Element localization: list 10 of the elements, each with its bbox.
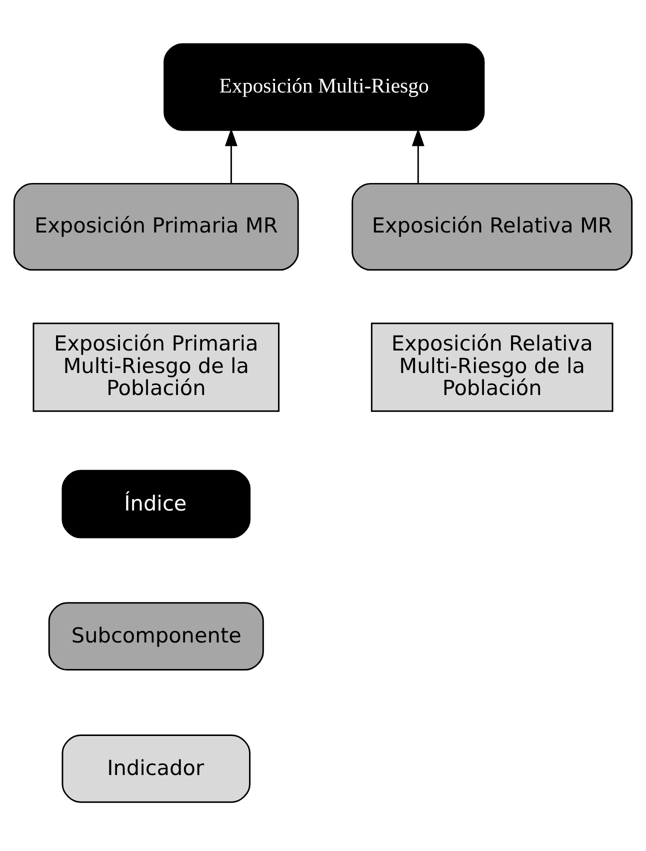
arrow: [412, 128, 424, 183]
node-box: Exposición Multi-Riesgo: [164, 42, 485, 130]
legend-label: Indicador: [107, 755, 204, 780]
arrow: [224, 128, 238, 183]
node-box: Exposición Primaria MR: [13, 182, 299, 270]
node-box: Exposición Relativa MR: [352, 182, 633, 270]
legend-label: Subcomponente: [71, 623, 242, 648]
node-box: Exposición Primaria Multi-Riesgo de la Población: [32, 322, 280, 412]
legend-label: Índice: [124, 490, 187, 515]
node-box: Exposición Relativa Multi-Riesgo de la Población: [370, 322, 614, 412]
